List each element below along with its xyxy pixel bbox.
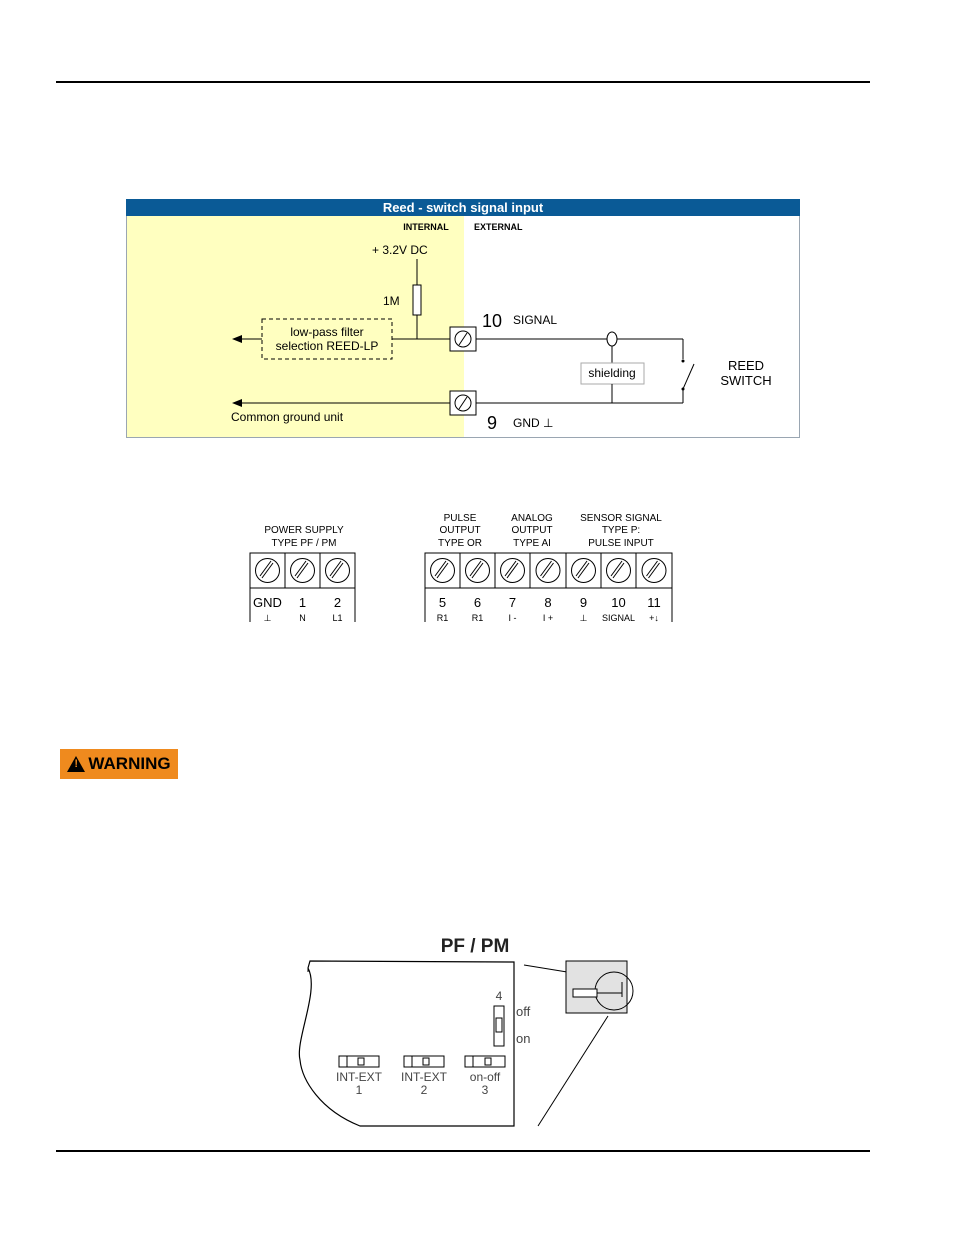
- jumper-3-icon: [464, 1055, 506, 1068]
- pulse-output-header-3: TYPE OR: [438, 538, 482, 549]
- jumper-1-icon: [338, 1055, 380, 1068]
- footer-rule: [56, 1150, 870, 1152]
- terminal-signal-number: 10: [482, 311, 502, 331]
- jumper-2-icon: [403, 1055, 445, 1068]
- io-terminal-sub: +↓: [649, 613, 659, 623]
- power-screw-1: [255, 558, 280, 583]
- power-terminal-num: 2: [334, 595, 341, 610]
- io-terminal-sub: I +: [543, 613, 553, 623]
- jumper-label: INT-EXT: [401, 1070, 448, 1084]
- board-jumper-diagram: PF / PM 4 off on INT-EXT INT-EXT on-off …: [298, 936, 634, 1127]
- io-terminal-num: 7: [509, 595, 516, 610]
- io-terminal-sub: SIGNAL: [602, 613, 635, 623]
- resistor-symbol: [412, 284, 422, 316]
- power-supply-header-1: POWER SUPPLY: [264, 525, 344, 536]
- supply-label: + 3.2V DC: [372, 243, 428, 257]
- power-terminal-sub: L1: [332, 613, 342, 623]
- pulse-output-header-1: PULSE: [444, 513, 477, 524]
- jumper-number: 2: [421, 1083, 428, 1097]
- io-terminal-sub: R1: [472, 613, 484, 623]
- terminal-signal-label: SIGNAL: [513, 313, 557, 327]
- switch4-on-label: on: [516, 1031, 530, 1046]
- jumper-label: INT-EXT: [336, 1070, 383, 1084]
- arrow-left-icon: [232, 399, 242, 407]
- power-terminal-sub: N: [299, 613, 306, 623]
- internal-label: INTERNAL: [403, 222, 449, 232]
- power-terminal-sub: ⊥: [264, 613, 272, 623]
- terminal-gnd-number: 9: [487, 413, 497, 433]
- filter-label-1: low-pass filter: [290, 325, 363, 339]
- io-terminal-num: 6: [474, 595, 481, 610]
- jumper-number: 1: [356, 1083, 363, 1097]
- io-terminal-sub: R1: [437, 613, 449, 623]
- switch4-number: 4: [496, 989, 503, 1003]
- zoom-detail-box: [565, 960, 628, 1014]
- io-screw-8: [535, 558, 561, 583]
- warning-badge: WARNING: [60, 749, 178, 779]
- filter-label-2: selection REED-LP: [276, 339, 379, 353]
- switch4-off-label: off: [516, 1004, 531, 1019]
- io-screw-7: [500, 558, 525, 583]
- io-terminal-sub: ⊥: [580, 613, 588, 623]
- arrow-left-icon: [232, 335, 242, 343]
- io-terminal-num: 10: [611, 595, 625, 610]
- io-screw-6: [465, 558, 490, 583]
- power-terminal-num: GND: [253, 595, 282, 610]
- power-screw-3: [325, 558, 350, 583]
- terminal-block-diagram: POWER SUPPLY TYPE PF / PM PULSE OUTPUT T…: [249, 513, 673, 623]
- diagram-title: Reed - switch signal input: [383, 200, 544, 215]
- warning-label: WARNING: [88, 754, 171, 773]
- power-supply-header-2: TYPE PF / PM: [271, 538, 336, 549]
- jumper-number: 3: [482, 1083, 489, 1097]
- board-outline: [298, 960, 515, 1127]
- header-rule: [56, 81, 870, 83]
- title-bar: [126, 199, 800, 216]
- io-screw-9: [571, 558, 596, 583]
- io-terminal-sub: I -: [509, 613, 517, 623]
- io-screw-11: [641, 558, 667, 583]
- external-label: EXTERNAL: [474, 222, 523, 232]
- shield-icon: [606, 331, 618, 347]
- io-screw-10: [606, 558, 631, 583]
- io-terminal-num: 8: [544, 595, 551, 610]
- io-terminal-num: 11: [647, 595, 661, 610]
- terminal-gnd-label: GND ⊥: [513, 416, 553, 430]
- internal-area: [127, 216, 464, 437]
- analog-output-header-2: OUTPUT: [511, 525, 552, 536]
- common-ground-label: Common ground unit: [231, 410, 344, 424]
- jumper-label: on-off: [470, 1070, 501, 1084]
- reed-switch-diagram: Reed - switch signal input INTERNAL EXTE…: [126, 199, 800, 438]
- sensor-signal-header-3: PULSE INPUT: [588, 538, 654, 549]
- io-terminal-num: 5: [439, 595, 446, 610]
- sensor-signal-header-2: TYPE P:: [602, 525, 640, 536]
- reed-switch-contact: [682, 363, 695, 390]
- switch-label-1: REED: [728, 358, 764, 373]
- sensor-signal-header-1: SENSOR SIGNAL: [580, 513, 662, 524]
- board-title: PF / PM: [441, 936, 510, 957]
- analog-output-header-3: TYPE AI: [513, 538, 551, 549]
- pulse-output-header-2: OUTPUT: [439, 525, 480, 536]
- io-terminal-num: 9: [580, 595, 587, 610]
- shielding-label: shielding: [588, 366, 635, 380]
- analog-output-header-1: ANALOG: [511, 513, 553, 524]
- power-terminal-num: 1: [299, 595, 306, 610]
- warning-triangle-icon: [67, 756, 86, 772]
- switch-label-2: SWITCH: [720, 373, 771, 388]
- power-screw-2: [290, 558, 315, 583]
- io-screw-5: [430, 558, 455, 583]
- resistor-label: 1M: [383, 294, 400, 308]
